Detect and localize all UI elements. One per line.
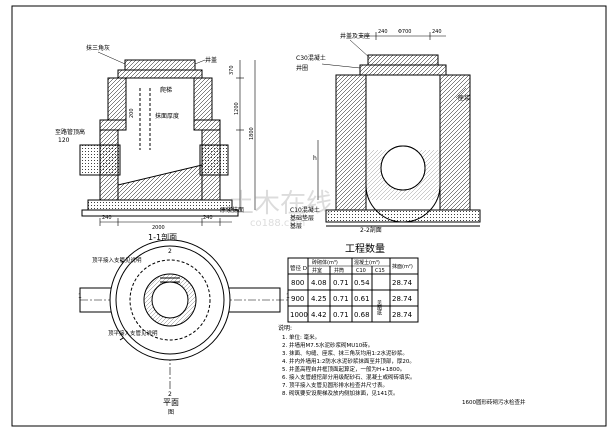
cell: 0.68 <box>354 311 370 319</box>
note-item: 1. 单位: 毫米。 <box>282 333 320 341</box>
sh-c10: C10 <box>356 268 366 274</box>
cell: 900 <box>291 295 304 303</box>
label-plaster: 座浆 <box>458 94 470 102</box>
table-row: 1000 4.42 0.71 0.68 28.74 <box>290 311 413 319</box>
note-item: 8. 砌筑要安设爬梯及放内侧加抹面，见141页。 <box>282 389 399 397</box>
plan-label-bottom: 顶平接入支管见说明 <box>108 329 158 337</box>
plan-sec-mark-2b: 2 <box>168 391 172 398</box>
label-cover-seat: 井盖及支座 <box>340 32 370 40</box>
label-foundation: 原浆抹面 <box>220 206 244 214</box>
cell: 4.42 <box>311 311 327 319</box>
cell: 28.74 <box>392 295 413 303</box>
section-1-1: 240 2000 240 370 1200 1800 200 抹三角灰 井盖 爬… <box>55 44 256 242</box>
note-item: 6. 接入支管超挖部分用级配砂石、混凝土或砌砖填实。 <box>282 373 416 381</box>
sh-chamber: 井室 <box>312 267 322 274</box>
label-pipe-dim: 120 <box>58 137 70 144</box>
notes-heading: 说明: <box>278 324 292 332</box>
section-2-2-title: 2-2剖面 <box>360 226 382 234</box>
th-concrete: 混凝土(m³) <box>354 259 380 266</box>
th-brick: 砖砌体(m³) <box>312 259 338 266</box>
plan-view: 顶平接入支管见说明 顶平接入支管见说明 1 2 1 2 平面 图 <box>78 239 290 416</box>
th-plaster: 抹面(m²) <box>392 263 413 270</box>
label-pipe-top: 至路管顶高 <box>55 128 85 136</box>
cell: 28.74 <box>392 279 413 287</box>
label-base: 基层 <box>290 222 302 230</box>
cell: 800 <box>291 279 304 287</box>
section-1-1-title: 1-1剖面 <box>148 232 177 242</box>
cell: 0.54 <box>354 279 370 287</box>
note-item: 7. 顶平接入支管见圆形排水检查井尺寸表。 <box>282 381 388 389</box>
label-c10: C10混凝土 <box>290 206 320 214</box>
dim-h-side: h <box>313 155 317 162</box>
dim-240-b: 240 <box>432 29 442 35</box>
dim-700: Φ700 <box>398 29 411 35</box>
label-well-cover: 井盖 <box>205 56 217 64</box>
cell: 28.74 <box>392 311 413 319</box>
note-item: 4. 井内外墙用1:2防水水泥砂浆抹面至井顶部，厚20。 <box>282 357 415 365</box>
table-row: 800 4.08 0.71 0.54 28.74 <box>291 279 413 287</box>
notes-block: 说明: 1. 单位: 毫米。 2. 井墙用M7.5水泥砂浆砌MU10砖。 3. … <box>278 324 416 397</box>
label-plaster-face: 抹面厚度 <box>155 112 179 120</box>
dim-240-right: 240 <box>203 215 213 221</box>
dim-240-a: 240 <box>378 29 388 35</box>
dim-h1800: 1800 <box>249 127 255 140</box>
sh-c15: C15 <box>375 268 385 274</box>
label-step: 爬梯 <box>160 86 172 94</box>
label-plaster-triangle: 抹三角灰 <box>86 44 110 52</box>
label-c30: C30混凝土 <box>296 54 326 62</box>
cell: 4.25 <box>311 295 327 303</box>
section-2-2: 240 Φ700 240 h 井盖及支座 C30混凝土 井圈 座浆 C10混凝土… <box>290 29 481 234</box>
quantity-table: 工程数量 管径 D 砖砌体(m³) 混凝土(m³) 抹面(m²) 井室 井筒 C… <box>287 242 419 323</box>
plan-sec-mark-1: 1 <box>78 293 82 300</box>
cell: 0.61 <box>354 295 370 303</box>
plan-subtitle: 图 <box>168 409 174 416</box>
table-merged-note: 见图纸 <box>376 300 382 316</box>
cell: 0.71 <box>333 295 349 303</box>
table-title: 工程数量 <box>345 242 385 255</box>
watermark-line2: co188.com <box>250 218 305 229</box>
watermark-line1: 土木在线 <box>228 189 332 219</box>
cell: 0.71 <box>333 311 349 319</box>
dim-h200: 200 <box>129 108 135 118</box>
note-item: 5. 井盖高程自井框顶面起算定，一般为H+1800。 <box>282 365 405 373</box>
plan-label-top: 顶平接入支管见说明 <box>92 256 142 264</box>
label-wellbody: 井圈 <box>296 64 308 72</box>
th-pipe: 管径 D <box>290 264 307 272</box>
footer-caption: 1600圆形砖砌污水检查井 <box>462 398 526 406</box>
sheet-border <box>11 5 607 427</box>
dim-h1200: 1200 <box>234 102 240 115</box>
plan-sec-mark-2: 2 <box>168 248 172 255</box>
dim-2000: 2000 <box>152 225 165 231</box>
table-row: 900 4.25 0.71 0.61 28.74 <box>291 295 413 303</box>
label-foundation-cushion: 基础垫层 <box>290 214 314 222</box>
cell: 1000 <box>290 311 308 319</box>
cell: 0.71 <box>333 279 349 287</box>
sh-shaft: 井筒 <box>334 267 344 274</box>
note-item: 2. 井墙用M7.5水泥砂浆砌MU10砖。 <box>282 341 373 349</box>
cell: 4.08 <box>311 279 327 287</box>
dim-240-left: 240 <box>102 215 112 221</box>
dim-h370: 370 <box>229 65 235 75</box>
watermark: 土木在线 co188.com <box>228 189 332 229</box>
plan-title: 平面 <box>163 398 179 407</box>
note-item: 3. 抹面、勾缝、座浆、抹三角灰均用1:2水泥砂浆。 <box>282 349 408 357</box>
